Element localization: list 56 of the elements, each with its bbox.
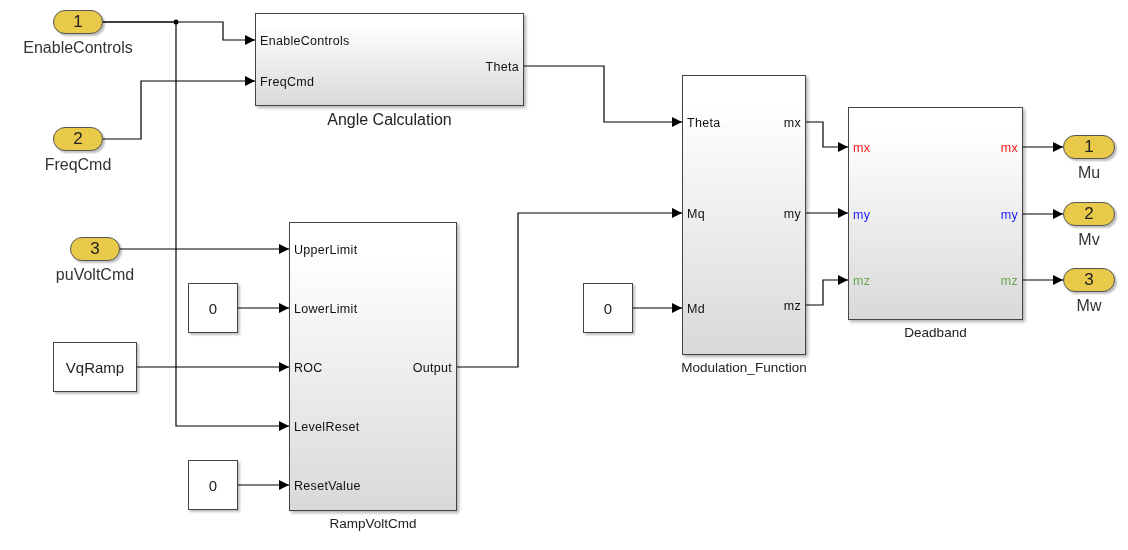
inport: 1 — [53, 10, 103, 34]
signal-line — [456, 208, 683, 368]
output-port-label: mx — [783, 116, 801, 130]
signal-line — [102, 21, 290, 431]
input-port-label: my — [853, 208, 871, 222]
input-port-label: FreqCmd — [260, 75, 315, 89]
block-name: Angle Calculation — [327, 111, 452, 129]
signal-line — [632, 303, 683, 313]
output-port-label: mx — [1000, 141, 1018, 155]
block-name: Modulation_Function — [681, 360, 807, 375]
outport: 3 — [1063, 268, 1115, 292]
block-name: RampVoltCmd — [329, 516, 417, 531]
block-name: Deadband — [904, 325, 967, 340]
output-port-label: Theta — [485, 60, 519, 74]
outport: 2 — [1063, 202, 1115, 226]
port-label: FreqCmd — [44, 156, 112, 174]
output-port-label: mz — [1000, 274, 1018, 288]
signal-line — [805, 208, 849, 218]
input-port-label: Md — [687, 302, 705, 316]
port-label: Mu — [1077, 164, 1101, 182]
inport: 2 — [53, 127, 103, 151]
input-port-label: mz — [853, 274, 871, 288]
input-port-label: mx — [853, 141, 871, 155]
signal-line — [136, 362, 290, 372]
output-port-label: my — [1000, 208, 1018, 222]
signal-line — [237, 303, 290, 313]
input-port-label: LowerLimit — [294, 302, 358, 316]
port-label: EnableControls — [23, 39, 133, 57]
input-port-label: LevelReset — [294, 420, 360, 434]
constant-block: 0 — [583, 283, 633, 333]
output-port-label: Output — [412, 361, 452, 375]
signal-line — [1022, 209, 1064, 219]
signal-line — [1022, 142, 1064, 152]
signal-line — [237, 480, 290, 490]
input-port-label: ResetValue — [294, 479, 361, 493]
signal-line — [805, 121, 849, 152]
input-port-label: EnableControls — [260, 34, 350, 48]
input-port-label: Mq — [687, 207, 705, 221]
port-label: Mw — [1076, 297, 1102, 315]
constant-block: 0 — [188, 460, 238, 510]
output-port-label: mz — [783, 299, 801, 313]
signal-line — [805, 275, 849, 306]
signal-line — [1022, 275, 1064, 285]
signal-line — [102, 76, 256, 140]
outport: 1 — [1063, 135, 1115, 159]
input-port-label: UpperLimit — [294, 243, 358, 257]
input-port-label: Theta — [687, 116, 721, 130]
input-port-label: ROC — [294, 361, 323, 375]
signal-line — [523, 65, 683, 127]
signal-line — [119, 244, 290, 254]
constant-block: 0 — [188, 283, 238, 333]
port-label: puVoltCmd — [55, 266, 135, 284]
constant-block: VqRamp — [53, 342, 137, 392]
inport: 3 — [70, 237, 120, 261]
port-label: Mv — [1078, 231, 1100, 249]
output-port-label: my — [783, 207, 801, 221]
